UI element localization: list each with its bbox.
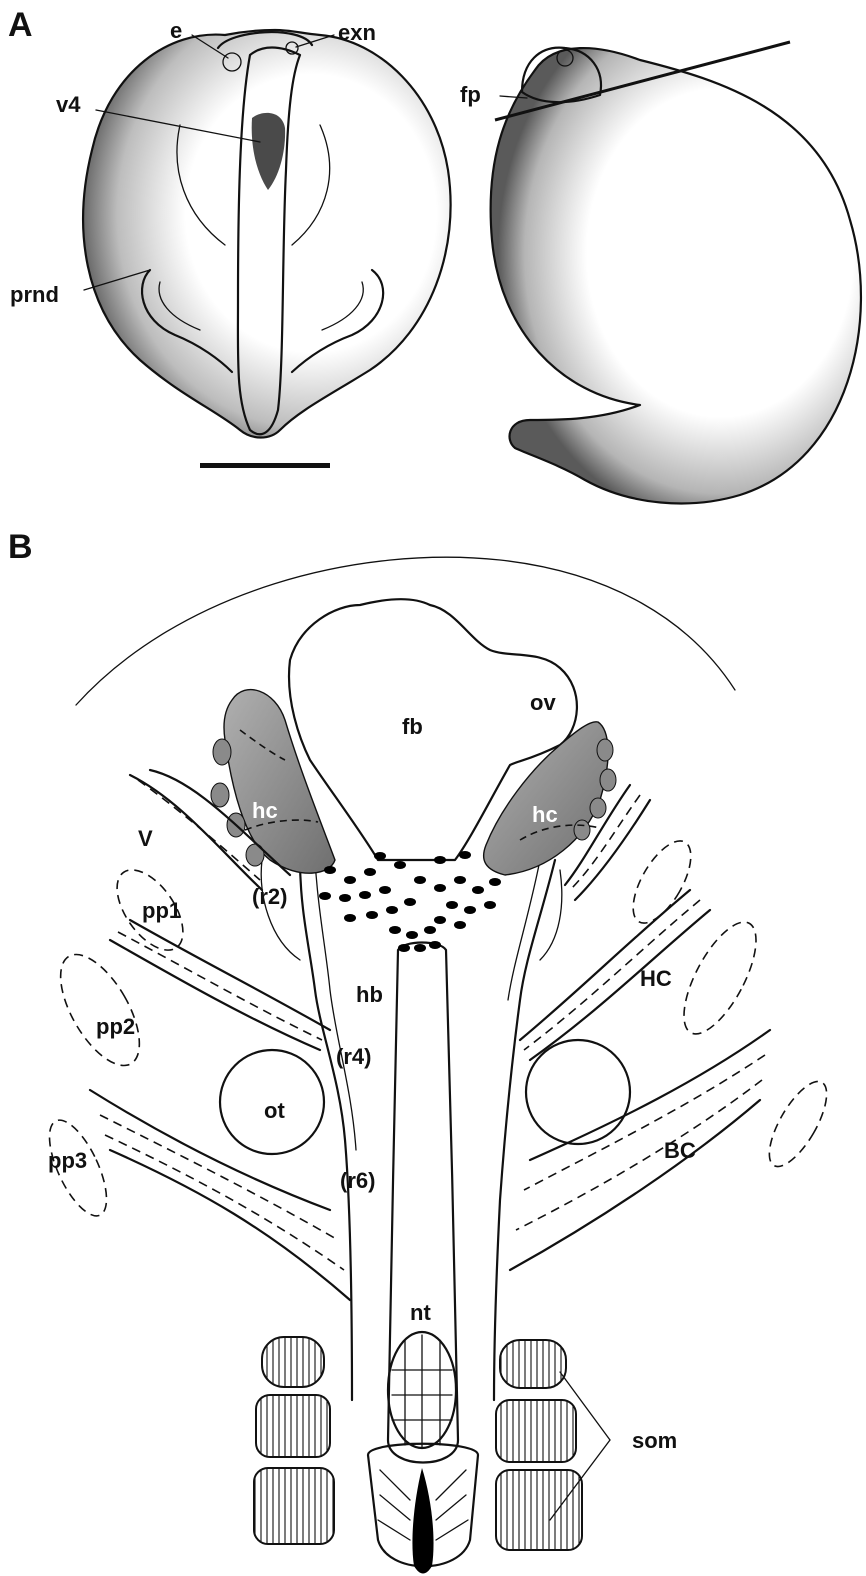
label-fp: fp <box>460 82 481 107</box>
hyoid-stream-left <box>110 920 330 1050</box>
label-exn: exn <box>338 20 376 45</box>
label-ot: ot <box>264 1098 285 1123</box>
otic-vesicle-right <box>526 1040 630 1144</box>
label-fb: fb <box>402 714 423 739</box>
label-prnd: prnd <box>10 282 59 307</box>
label-ov: ov <box>530 690 556 715</box>
panel-a: A <box>8 6 861 503</box>
neural-tube <box>388 943 458 1463</box>
label-HC: HC <box>640 966 672 991</box>
panel-b: B <box>8 528 838 1574</box>
branchial-stream-left <box>90 1090 350 1300</box>
somites-right <box>496 1340 582 1550</box>
hyoid-stream-right <box>520 890 710 1060</box>
label-hc-right: hc <box>532 802 558 827</box>
hatching-gland-left <box>211 690 335 874</box>
scale-bar <box>200 463 330 468</box>
label-r2: (r2) <box>252 884 287 909</box>
panel-b-label: B <box>8 528 33 566</box>
pouch-right-1 <box>622 832 703 932</box>
label-pp3: pp3 <box>48 1148 87 1173</box>
label-BC: BC <box>664 1138 696 1163</box>
lateral-view-embryo <box>491 42 861 503</box>
epidermis-outline <box>76 557 735 705</box>
label-pp2: pp2 <box>96 1014 135 1039</box>
pouch-right-3 <box>758 1073 837 1174</box>
label-pp1: pp1 <box>142 898 181 923</box>
label-hb: hb <box>356 982 383 1007</box>
migrating-cells <box>319 851 501 952</box>
pharyngeal-pouch-2 <box>45 942 155 1077</box>
label-hc-left: hc <box>252 798 278 823</box>
hatching-gland-right <box>484 722 616 875</box>
label-r4: (r4) <box>336 1044 371 1069</box>
branchial-stream-right <box>510 1030 770 1270</box>
dorsal-view-embryo <box>83 30 450 438</box>
label-v4: v4 <box>56 92 81 117</box>
somites-left <box>254 1337 334 1544</box>
label-e: e <box>170 18 182 43</box>
notochord-cells <box>388 1332 456 1448</box>
label-som: som <box>632 1428 677 1453</box>
label-nt: nt <box>410 1300 431 1325</box>
panel-a-label: A <box>8 6 33 44</box>
label-V: V <box>138 826 153 851</box>
label-r6: (r6) <box>340 1168 375 1193</box>
